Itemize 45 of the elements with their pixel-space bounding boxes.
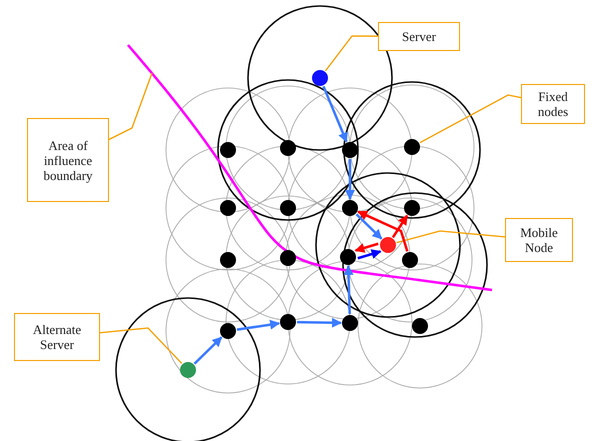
arrow (296, 318, 342, 328)
fixed-node-dot (280, 140, 296, 156)
fixed-node-dot (280, 314, 296, 330)
arrow (356, 213, 382, 240)
leader-line (396, 230, 506, 244)
arrow (194, 336, 222, 365)
arrow (357, 210, 409, 252)
leader-line (324, 35, 378, 72)
arrow (236, 320, 280, 331)
arrow (354, 242, 379, 253)
callout-text: Server (402, 29, 436, 44)
leader-line (420, 94, 522, 144)
fixed-node-dot (280, 200, 296, 216)
fixed-node-dot (412, 318, 428, 334)
callout-text: Alternate Server (32, 322, 82, 352)
callout-box (14, 313, 100, 361)
arrow (344, 265, 354, 314)
fixed-node-dot (220, 200, 236, 216)
fixed-node-dot (404, 139, 420, 155)
node-dot (180, 362, 196, 378)
fixed-node-dot (342, 200, 358, 216)
fixed-node-dot (280, 250, 296, 266)
fixed-node-dot (220, 252, 236, 268)
arrow (357, 249, 382, 260)
fixed-node-dot (342, 142, 358, 158)
arrow (392, 214, 408, 238)
node-dot (312, 70, 328, 86)
fixed-node-dot (404, 200, 420, 216)
arrow (345, 159, 355, 200)
callout-box (378, 22, 460, 51)
fixed-node-dot (220, 142, 236, 158)
arrow (322, 86, 348, 143)
leader-line (108, 72, 153, 140)
callout-text: Fixed nodes (536, 89, 570, 119)
fixed-node-dot (402, 252, 418, 268)
node-dot (380, 237, 396, 253)
callout-box (505, 218, 573, 262)
leader-line (100, 327, 182, 364)
callout-text: Area of influence boundary (42, 138, 94, 182)
fixed-node-dot (340, 249, 356, 265)
fixed-node-dot (220, 323, 236, 339)
callout-box (521, 84, 585, 124)
fixed-node-dot (342, 315, 358, 331)
callout-box (27, 118, 109, 202)
callout-text: Mobile Node (519, 225, 559, 255)
